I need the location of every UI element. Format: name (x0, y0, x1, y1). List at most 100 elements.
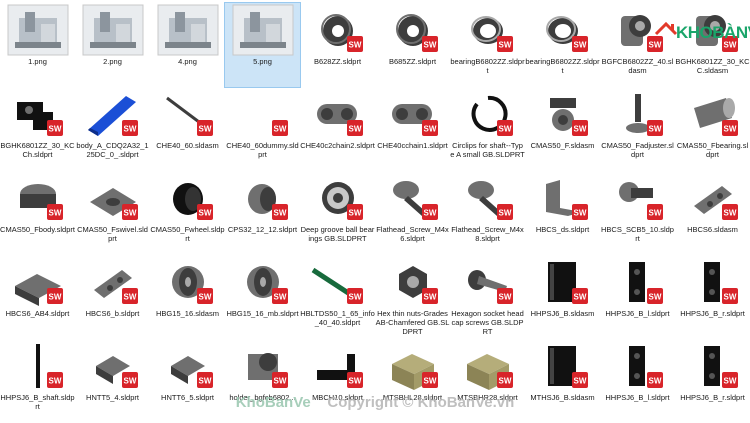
solidworks-badge-icon: SW (422, 204, 438, 220)
svg-text:SW: SW (574, 293, 587, 302)
bearing-icon (307, 4, 369, 56)
wheel-icon (157, 172, 219, 224)
bearing-housing-icon (682, 4, 744, 56)
file-name-label: BGHK6801ZZ_30_KCCh.sldprt (0, 141, 75, 159)
solidworks-badge-icon: SW (497, 372, 513, 388)
file-item[interactable]: 4.png (150, 3, 225, 87)
bearing-ring-icon (457, 4, 519, 56)
file-item[interactable]: SW B628ZZ.sldprt (300, 3, 375, 87)
file-item[interactable]: 5.png (224, 2, 301, 88)
file-item[interactable]: SW MTSBHR28.sldprt (450, 339, 525, 423)
svg-text:SW: SW (649, 293, 662, 302)
solidworks-badge: SW (197, 288, 213, 304)
svg-text:SW: SW (49, 377, 62, 386)
solidworks-badge: SW (647, 288, 663, 304)
svg-text:SW: SW (649, 41, 662, 50)
svg-text:SW: SW (724, 209, 737, 218)
file-item[interactable]: SW BGHK6801ZZ_30_KCCh.sldprt (0, 87, 75, 171)
svg-text:SW: SW (424, 125, 437, 134)
file-name-label: CMAS50_Fadjuster.sldprt (601, 141, 674, 159)
file-name-label: Hex thin nuts-Grades AB-Chamfered GB.SLD… (375, 309, 450, 336)
angle-bracket-icon (532, 172, 594, 224)
solidworks-badge: SW (722, 204, 738, 220)
file-name-label: bearingB6802ZZ.sldprt (525, 57, 600, 75)
solidworks-badge-icon: SW (722, 372, 738, 388)
svg-text:SW: SW (199, 209, 212, 218)
svg-text:SW: SW (49, 125, 62, 134)
svg-text:SW: SW (724, 41, 737, 50)
svg-text:SW: SW (274, 377, 287, 386)
machine-photo-thumbnail (82, 4, 144, 56)
file-name-label: MTSBHR28.sldprt (457, 393, 518, 402)
svg-text:SW: SW (724, 377, 737, 386)
svg-text:SW: SW (424, 377, 437, 386)
solidworks-badge: SW (347, 288, 363, 304)
solidworks-badge: SW (497, 204, 513, 220)
file-item[interactable]: 1.png (0, 3, 75, 87)
solidworks-badge: SW (647, 204, 663, 220)
solidworks-badge-icon: SW (122, 204, 138, 220)
solidworks-badge-icon: SW (122, 120, 138, 136)
file-name-label: CMAS50_Fswivel.sldprt (77, 225, 148, 243)
file-name-label: body_A_CDQ2A32_125DC_0_.sldprt (76, 141, 149, 159)
solidworks-badge: SW (347, 120, 363, 136)
svg-text:SW: SW (499, 209, 512, 218)
file-name-label: B628ZZ.sldprt (313, 57, 362, 66)
file-item[interactable]: SW CMAS50_Fswivel.sldprt (75, 171, 150, 255)
hex-nut-icon (382, 256, 444, 308)
file-item[interactable]: SW body_A_CDQ2A32_125DC_0_.sldprt (75, 87, 150, 171)
file-name-label: CHE40_60dummy.sldprt (226, 141, 299, 159)
svg-text:SW: SW (499, 293, 512, 302)
solidworks-badge-icon: SW (197, 120, 213, 136)
black-hinge-leaf-icon (607, 340, 669, 392)
solidworks-badge: SW (347, 372, 363, 388)
file-name-label: 1.png (28, 57, 47, 66)
solidworks-badge: SW (422, 204, 438, 220)
black-lever-icon (307, 340, 369, 392)
solidworks-badge-icon: SW (647, 204, 663, 220)
solidworks-badge: SW (347, 36, 363, 52)
file-item[interactable]: 2.png (75, 3, 150, 87)
